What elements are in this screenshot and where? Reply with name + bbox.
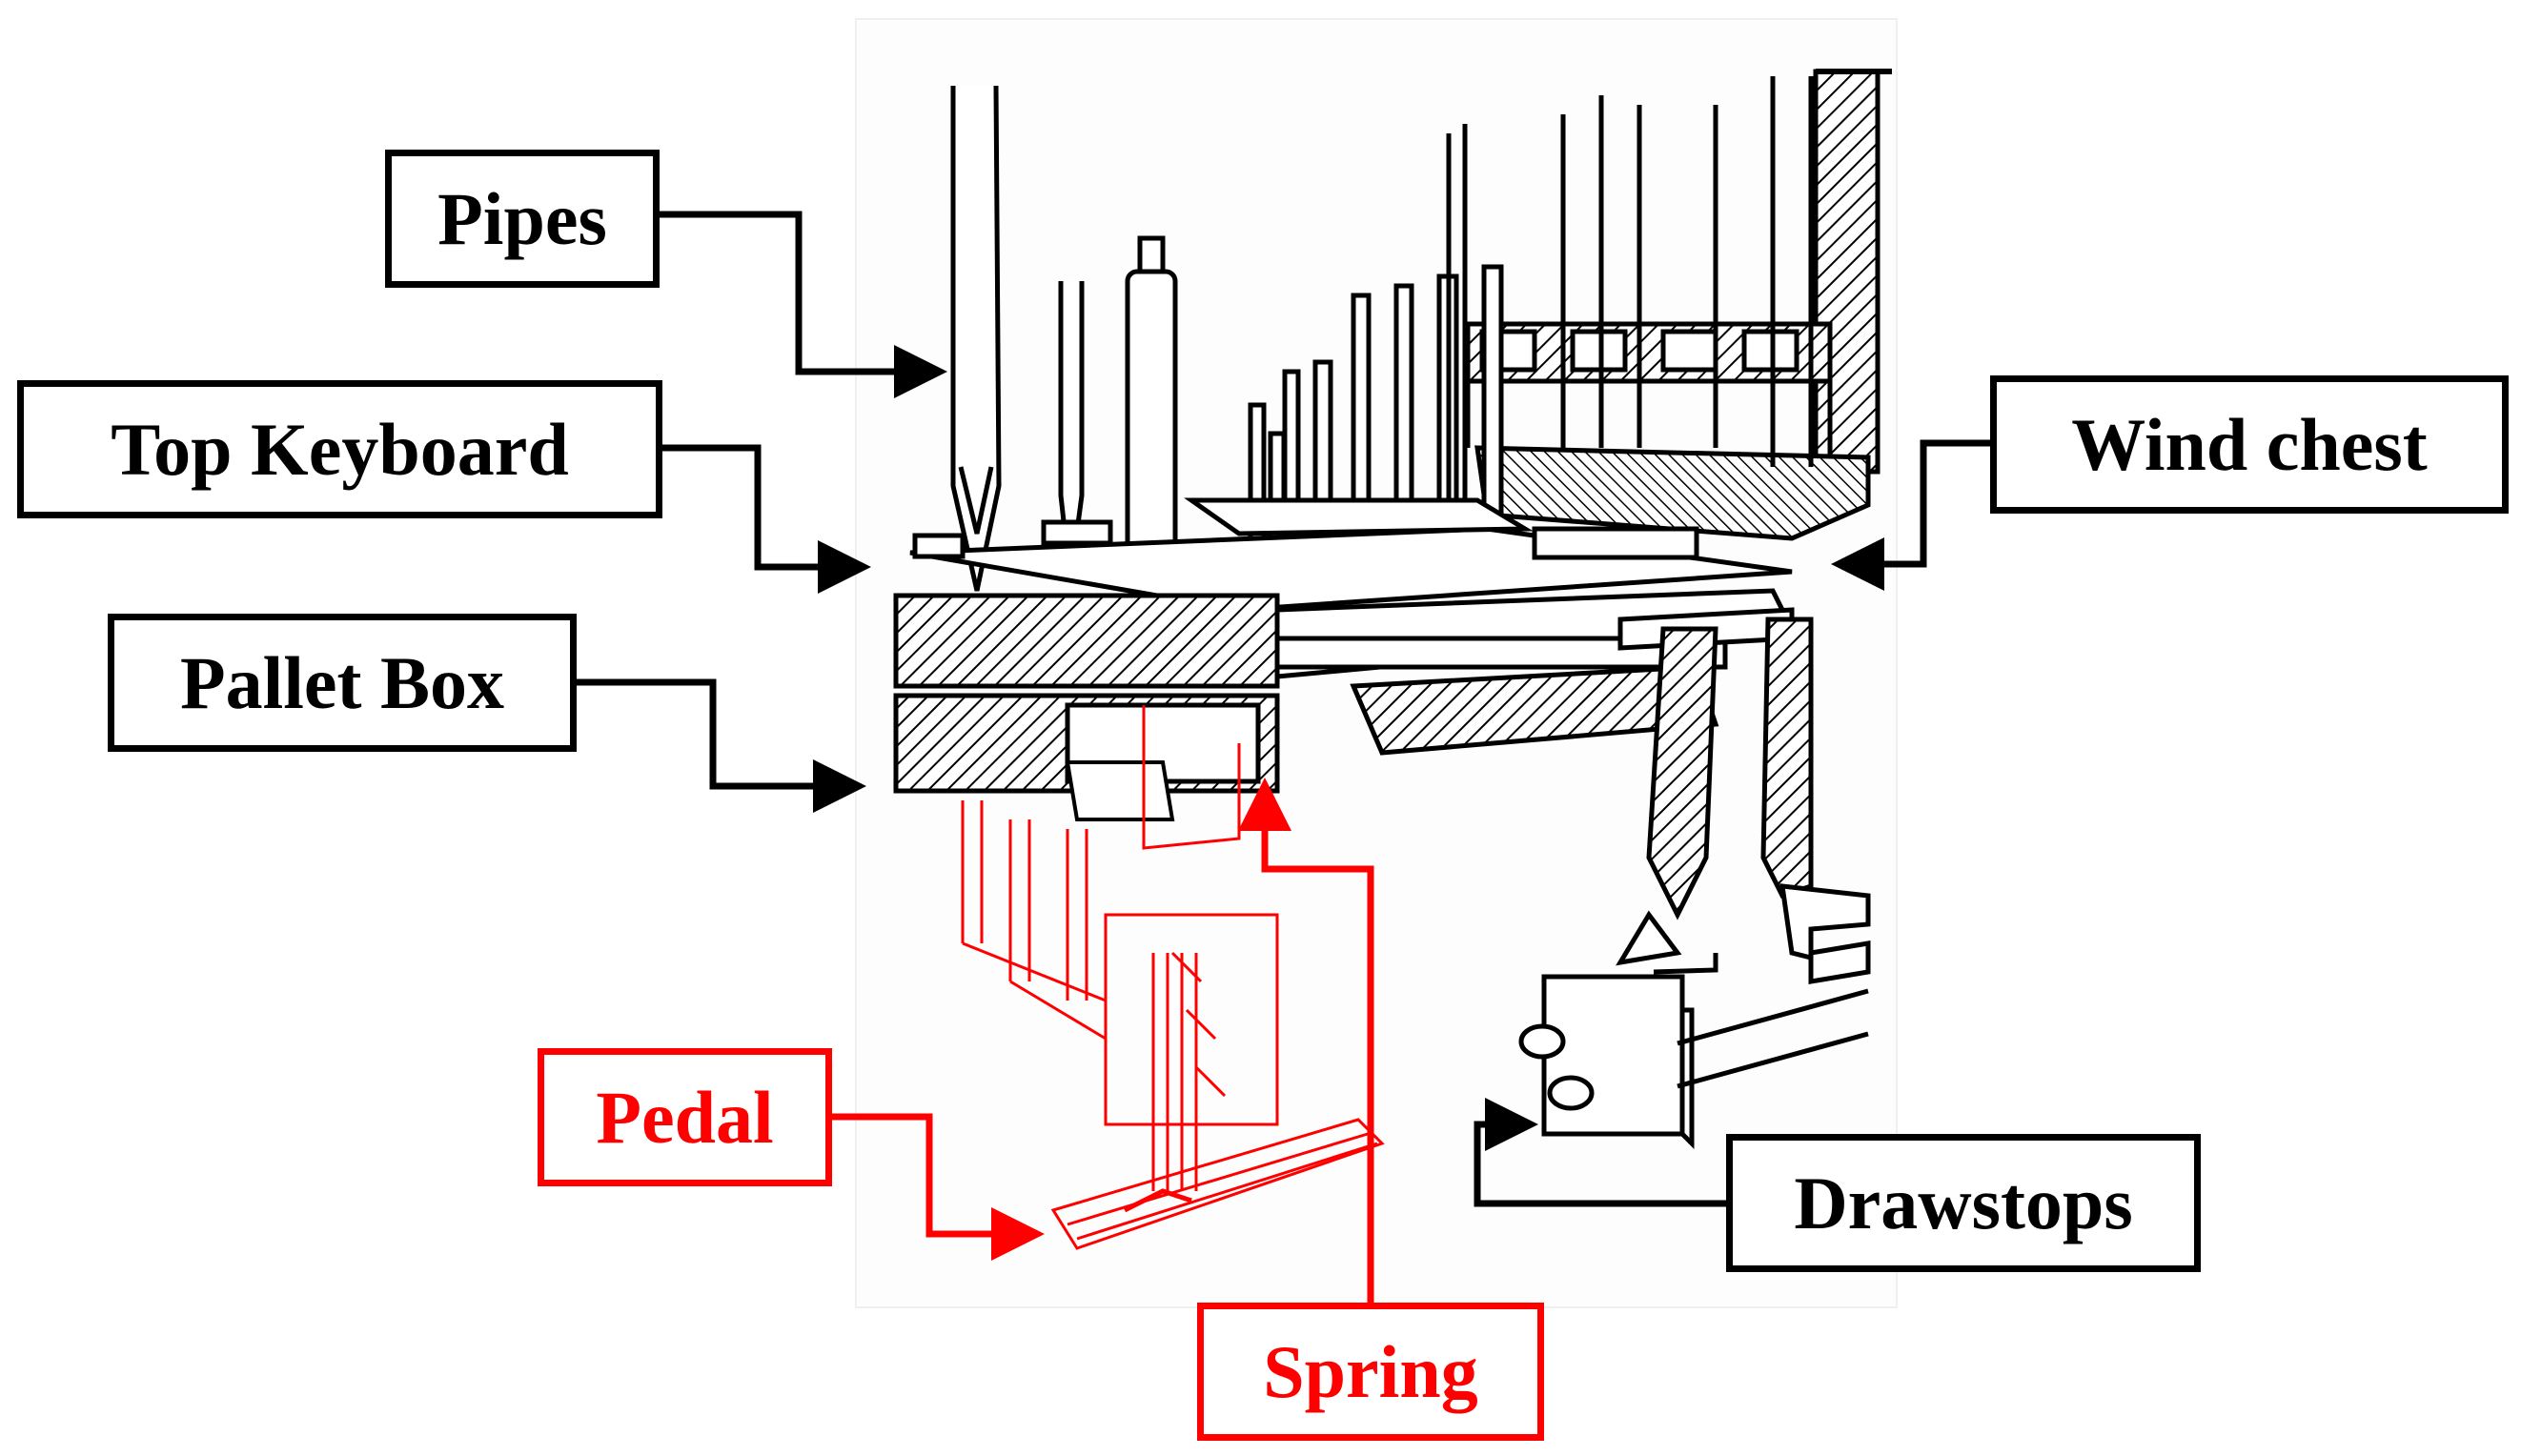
drawstops-connector [1474,1098,1726,1207]
pallet-box-connector [577,678,866,813]
connector-lines [577,211,1990,1303]
label-top-keyboard: Top Keyboard [17,380,662,518]
pedal-connector [832,1113,1045,1261]
top-keyboard-connector [662,444,871,594]
drawstops-drawing [1518,617,1871,1150]
spring-connector [1238,778,1374,1303]
label-pipes: Pipes [385,150,660,288]
label-wind-chest: Wind chest [1990,375,2509,514]
wind-chest-connector [1831,439,1990,591]
label-pallet-box: Pallet Box [108,614,577,752]
label-spring: Spring [1197,1303,1544,1441]
pedal-mechanism-drawing [961,705,1385,1250]
label-pedal: Pedal [538,1048,832,1186]
label-drawstops: Drawstops [1726,1134,2201,1272]
wind-chest-drawing [1465,69,1892,541]
pipes-connector [660,211,947,398]
